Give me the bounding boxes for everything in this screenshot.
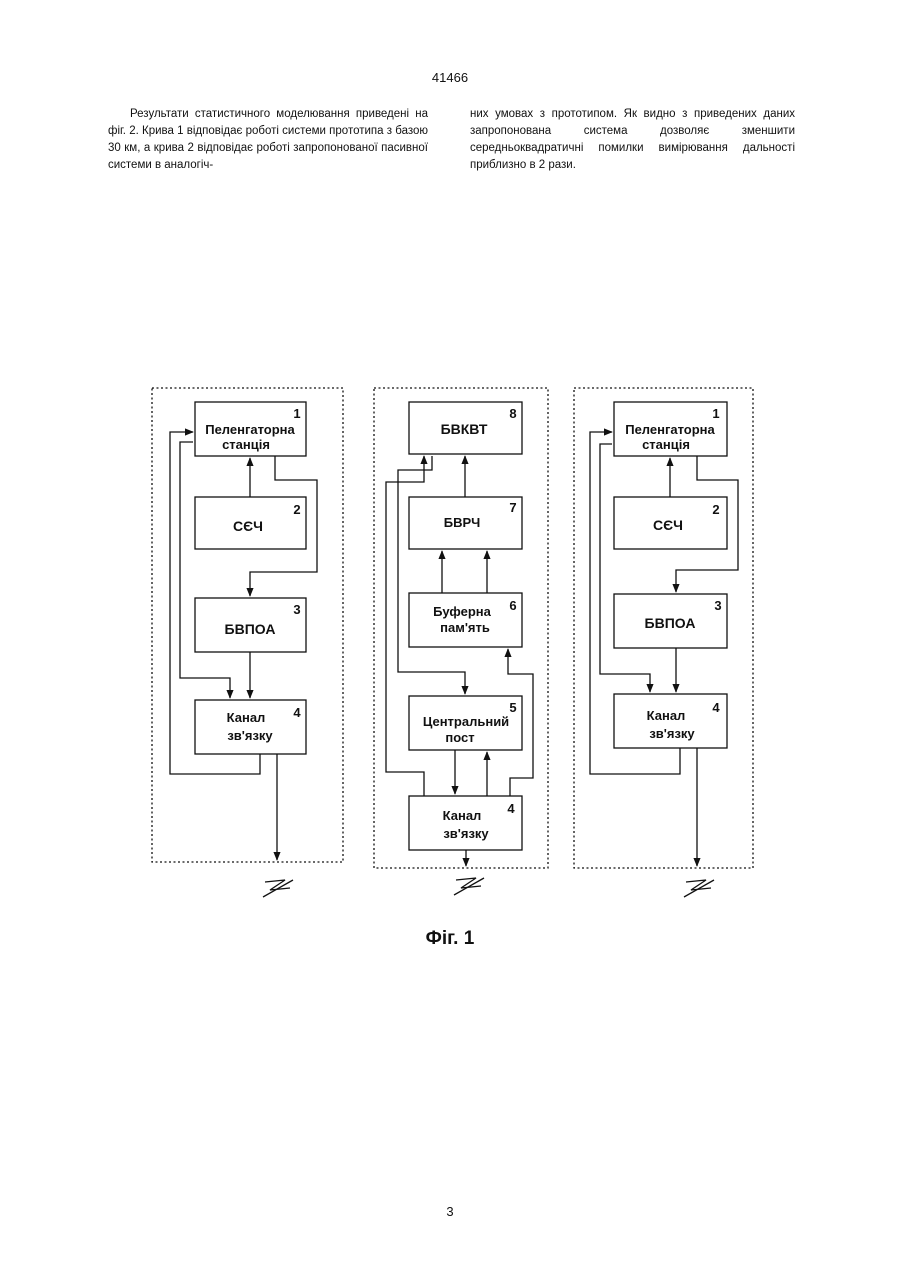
body-text-right: них умовах з прототипом. Як видно з прив… (470, 106, 795, 174)
center-block-4 (409, 796, 522, 850)
right-b4-line2: зв'язку (649, 726, 695, 741)
block-diagram-figure: Пеленгаторна станція 1 СЄЧ 2 БВПОА 3 Кан… (0, 370, 900, 910)
center-b8-num: 8 (509, 406, 516, 421)
center-b7-label: БВРЧ (444, 515, 481, 530)
right-b1-line2: станція (642, 437, 690, 452)
right-b2-num: 2 (712, 502, 719, 517)
paragraph-right: них умовах з прототипом. Як видно з прив… (470, 106, 795, 174)
center-b5-line1: Центральний (423, 714, 509, 729)
left-b1-line1: Пеленгаторна (205, 422, 295, 437)
center-b5-num: 5 (509, 700, 516, 715)
figure-caption: Фіг. 1 (0, 928, 900, 950)
right-b3-label: БВПОА (645, 615, 696, 631)
right-station (574, 388, 753, 897)
right-b2-label: СЄЧ (653, 517, 683, 533)
right-b1-line1: Пеленгаторна (625, 422, 715, 437)
right-b1-num: 1 (712, 406, 719, 421)
right-b4-num: 4 (712, 700, 720, 715)
left-b4-line2: зв'язку (227, 728, 273, 743)
left-station (152, 388, 343, 897)
right-b3-num: 3 (714, 598, 721, 613)
left-b2-num: 2 (293, 502, 300, 517)
center-b7-num: 7 (509, 500, 516, 515)
center-b8-label: БВКВТ (441, 421, 488, 437)
left-b1-line2: станція (222, 437, 270, 452)
page-number-top: 41466 (0, 70, 900, 85)
page-number-bottom: 3 (0, 1204, 900, 1219)
body-text-left: Результати статистичного моделювання при… (108, 106, 428, 174)
paragraph-left: Результати статистичного моделювання при… (108, 106, 428, 174)
center-b6-line1: Буферна (433, 604, 491, 619)
center-b4-line2: зв'язку (443, 826, 489, 841)
center-b6-line2: пам'ять (440, 620, 490, 635)
center-b4-line1: Канал (443, 808, 482, 823)
left-b1-num: 1 (293, 406, 300, 421)
left-block-4 (195, 700, 306, 754)
left-b3-num: 3 (293, 602, 300, 617)
left-b2-label: СЄЧ (233, 518, 263, 534)
left-b4-num: 4 (293, 705, 301, 720)
center-b6-num: 6 (509, 598, 516, 613)
center-b4-num: 4 (507, 801, 515, 816)
center-b5-line2: пост (445, 730, 474, 745)
left-b4-line1: Канал (227, 710, 266, 725)
right-b4-line1: Канал (647, 708, 686, 723)
left-b3-label: БВПОА (225, 621, 276, 637)
